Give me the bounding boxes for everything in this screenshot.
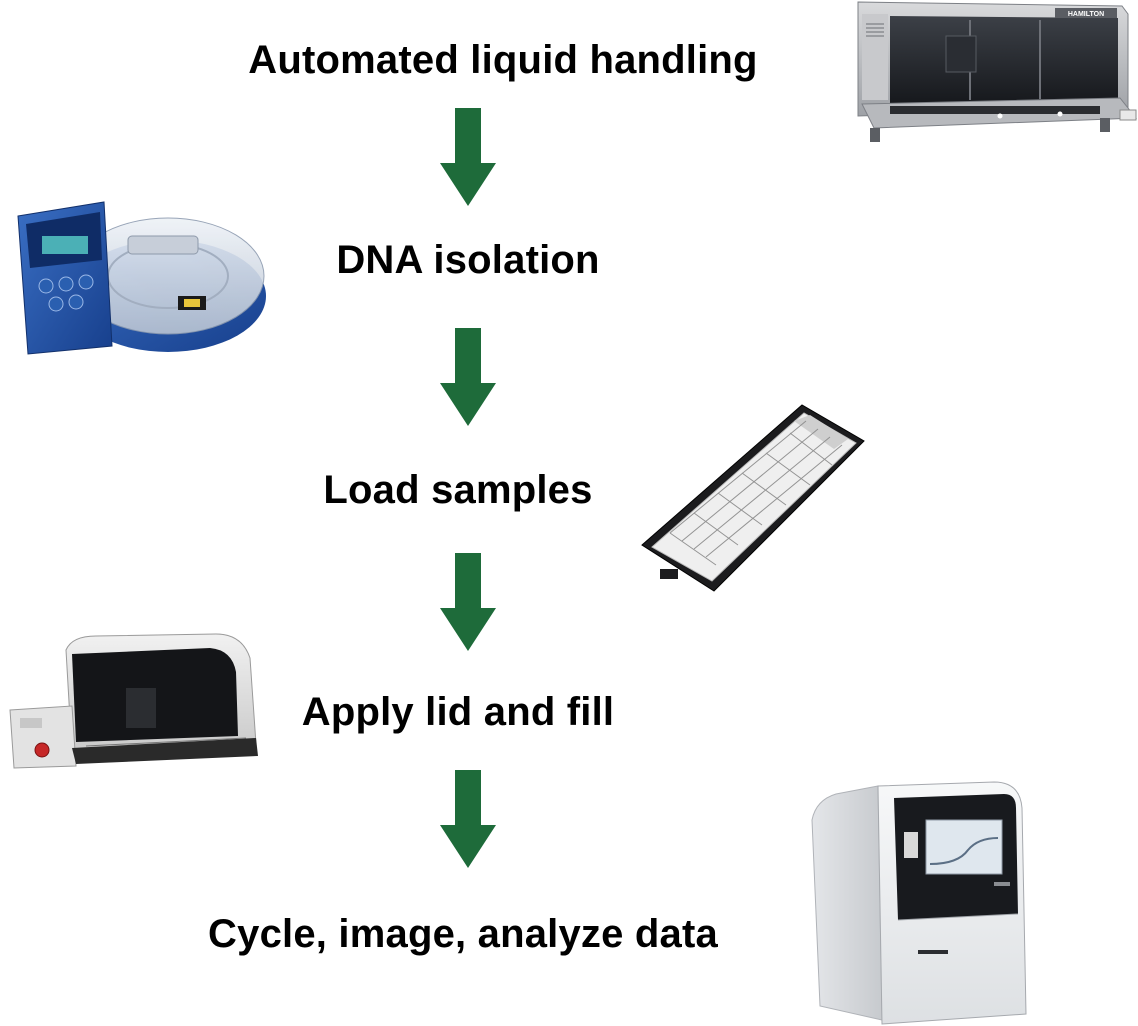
- flow-arrow-2: [440, 328, 496, 426]
- step-label-dna-isolation: DNA isolation: [336, 238, 600, 282]
- qpcr-instrument-icon: [811, 781, 1027, 1025]
- instrument-brand-text: HAMILTON: [1068, 11, 1104, 18]
- dna-extraction-instrument-icon: [17, 201, 266, 355]
- step-label-load-samples: Load samples: [323, 468, 593, 512]
- flow-arrow-4: [440, 770, 496, 868]
- step-label-cycle-image-analyze: Cycle, image, analyze data: [208, 912, 718, 956]
- liquid-handler-robot-icon: HAMILTON: [857, 1, 1138, 142]
- flow-arrow-1: [440, 108, 496, 206]
- step-label-apply-lid-and-fill: Apply lid and fill: [301, 690, 615, 734]
- sample-microplate-icon: [641, 404, 865, 592]
- flow-arrow-3: [440, 553, 496, 651]
- plate-sealer-instrument-icon: [9, 633, 258, 769]
- step-label-automated-liquid-handling: Automated liquid handling: [248, 38, 758, 82]
